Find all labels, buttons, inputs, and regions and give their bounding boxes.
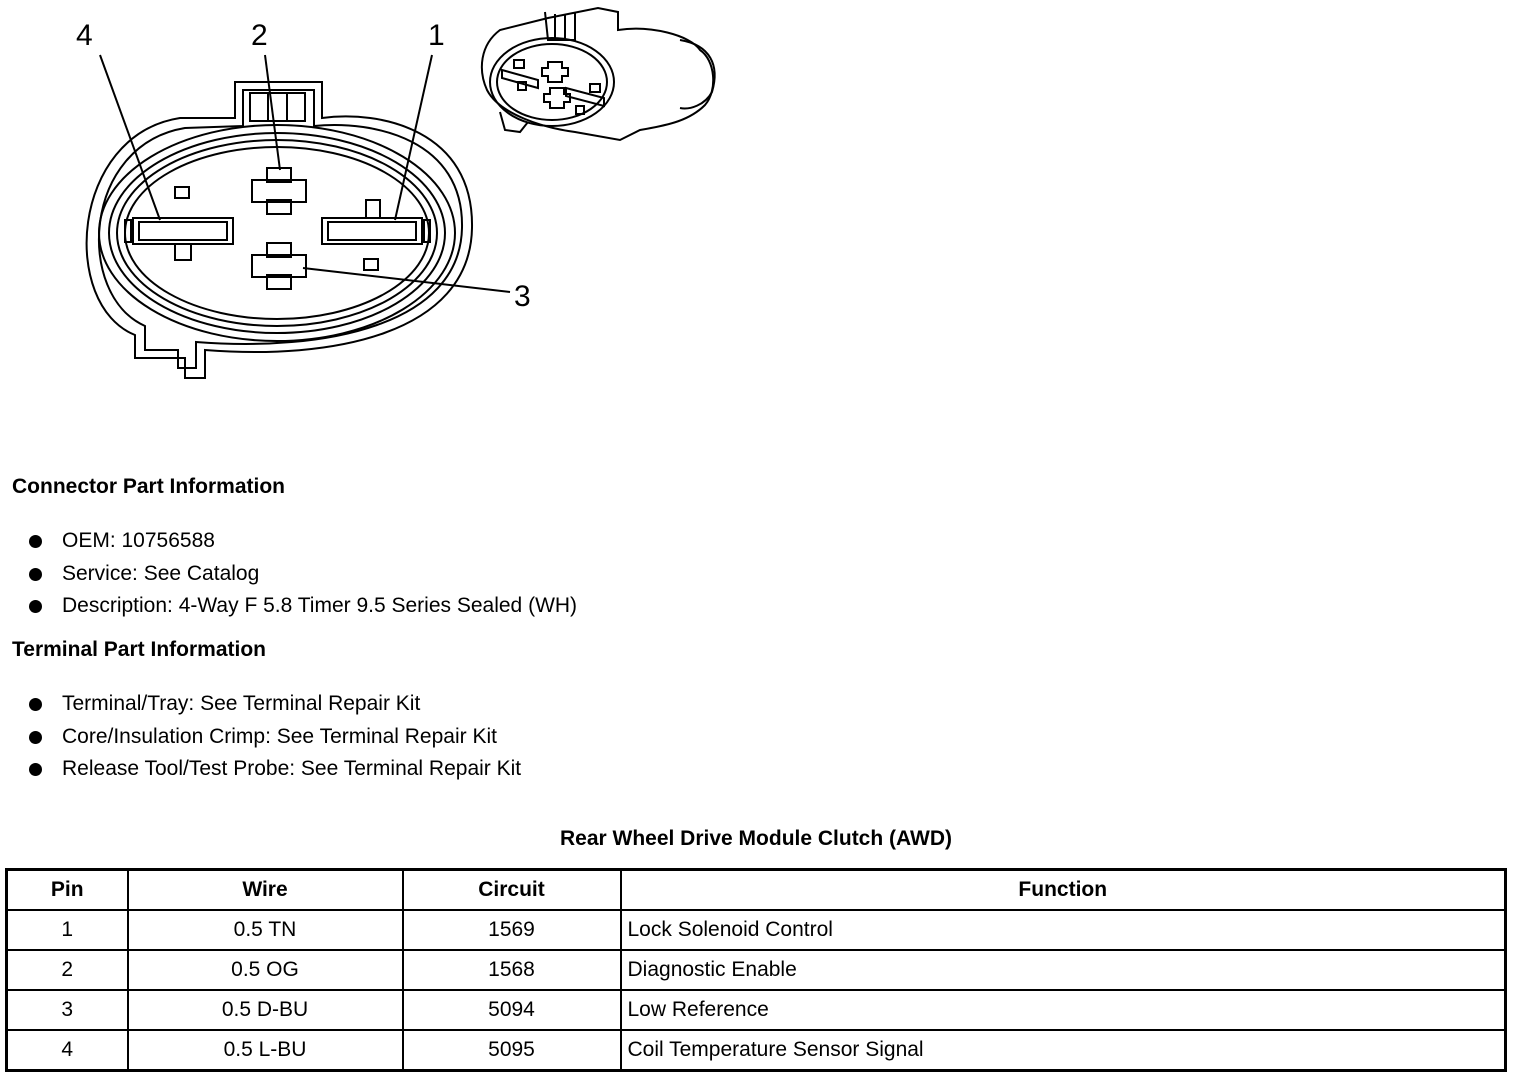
list-item: Terminal/Tray: See Terminal Repair Kit (27, 688, 521, 721)
header-function: Function (619, 868, 1507, 911)
cell-pin: 4 (5, 1029, 129, 1072)
pinout-table: Pin Wire Circuit Function 1 0.5 TN 1569 … (5, 868, 1507, 1072)
cell-function: Coil Temperature Sensor Signal (619, 1029, 1507, 1072)
cell-pin: 3 (5, 989, 129, 1031)
table-row: 4 0.5 L-BU 5095 Coil Temperature Sensor … (5, 1029, 1507, 1072)
connector-part-info-list: OEM: 10756588 Service: See Catalog Descr… (27, 525, 577, 623)
cell-circuit: 5094 (401, 989, 622, 1031)
table-title: Rear Wheel Drive Module Clutch (AWD) (559, 827, 953, 850)
cell-circuit: 5095 (401, 1029, 622, 1072)
connector-face (85, 81, 474, 379)
table-row: 1 0.5 TN 1569 Lock Solenoid Control (5, 909, 1507, 951)
table-row: 3 0.5 D-BU 5094 Low Reference (5, 989, 1507, 1031)
cell-pin: 2 (5, 949, 129, 991)
cell-wire: 0.5 L-BU (126, 1029, 404, 1072)
list-item: Description: 4-Way F 5.8 Timer 9.5 Serie… (27, 590, 577, 623)
callout-pin-2: 2 (251, 19, 268, 52)
terminal-part-info-list: Terminal/Tray: See Terminal Repair Kit C… (27, 688, 521, 786)
cell-wire: 0.5 OG (126, 949, 404, 991)
connector-diagram: 4 2 1 3 (76, 6, 716, 379)
callout-pin-4: 4 (76, 19, 93, 52)
list-item: Service: See Catalog (27, 558, 577, 591)
cell-wire: 0.5 TN (126, 909, 404, 951)
list-item: Core/Insulation Crimp: See Terminal Repa… (27, 721, 521, 754)
table-row: 2 0.5 OG 1568 Diagnostic Enable (5, 949, 1507, 991)
cell-function: Diagnostic Enable (619, 949, 1507, 991)
cell-function: Lock Solenoid Control (619, 909, 1507, 951)
callout-pin-3: 3 (514, 280, 531, 313)
terminal-part-info-heading: Terminal Part Information (12, 638, 266, 661)
list-item: OEM: 10756588 (27, 525, 577, 558)
header-circuit: Circuit (401, 868, 622, 911)
table-header-row: Pin Wire Circuit Function (5, 868, 1507, 911)
cell-wire: 0.5 D-BU (126, 989, 404, 1031)
header-wire: Wire (126, 868, 404, 911)
cell-pin: 1 (5, 909, 129, 951)
connector-part-info-heading: Connector Part Information (12, 475, 286, 498)
callout-labels: 4 2 1 3 (76, 19, 531, 313)
header-pin: Pin (5, 868, 129, 911)
cell-circuit: 1568 (401, 949, 622, 991)
callout-pin-1: 1 (428, 19, 445, 52)
cell-circuit: 1569 (401, 909, 622, 951)
callout-leaders (99, 54, 511, 293)
cell-function: Low Reference (619, 989, 1507, 1031)
connector-isometric-view (480, 6, 716, 142)
terminal-cavities (124, 167, 431, 290)
list-item: Release Tool/Test Probe: See Terminal Re… (27, 753, 521, 786)
